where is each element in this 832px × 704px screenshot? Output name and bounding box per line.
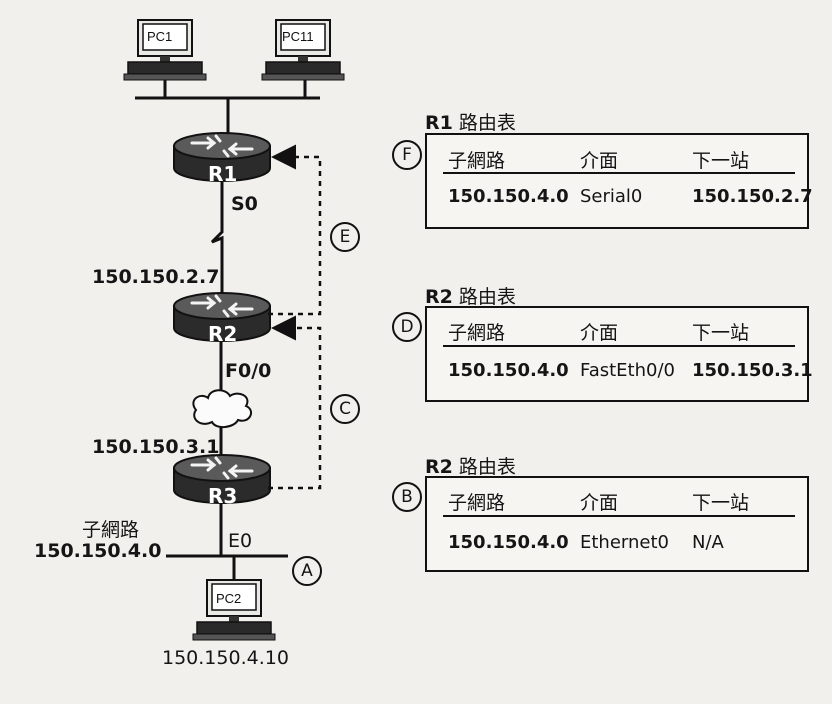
step-marker-a: A [292,556,322,586]
pc1-label: PC1 [147,29,172,44]
cell-interface: FastEth0/0 [580,360,675,381]
cell-interface: Serial0 [580,186,643,207]
header-interface: 介面 [580,150,619,172]
update-arrow-r3-to-r2 [268,315,322,490]
header-interface: 介面 [580,492,619,514]
step-marker-f: F [392,140,422,170]
header-subnet: 子網路 [448,150,506,172]
pc2-label: PC2 [216,591,241,606]
header-next-hop: 下一站 [692,150,750,172]
header-subnet: 子網路 [448,322,506,344]
header-interface: 介面 [580,322,619,344]
table-router-name: R2 [425,456,453,478]
step-marker-b: B [392,482,422,512]
cell-next-hop: 150.150.3.1 [692,360,813,381]
cell-subnet: 150.150.4.0 [448,186,569,207]
header-subnet: 子網路 [448,492,506,514]
step-marker-c: C [330,394,360,424]
header-next-hop: 下一站 [692,322,750,344]
step-marker-e: E [330,222,360,252]
pc2-computer [192,579,276,641]
table-router-name: R2 [425,286,453,308]
table-title-suffix: 路由表 [458,112,516,134]
subnet-ip: 150.150.4.0 [34,540,162,562]
r2-serial-ip: 150.150.2.7 [92,266,220,288]
cell-subnet: 150.150.4.0 [448,360,569,381]
r3-ip: 150.150.3.1 [92,436,220,458]
subnet-caption: 子網路 [82,519,140,541]
r1-name: R1 [208,162,238,186]
pc2-ip: 150.150.4.10 [162,647,289,669]
ethernet-cloud [192,389,253,428]
cell-subnet: 150.150.4.0 [448,532,569,553]
r2-name: R2 [208,322,238,346]
header-next-hop: 下一站 [692,492,750,514]
update-arrow-r2-to-r1 [268,144,322,316]
pc11-label: PC11 [282,29,314,44]
cell-next-hop: N/A [692,532,724,553]
table-router-name: R1 [425,112,453,134]
r3-name: R3 [208,484,238,508]
cell-next-hop: 150.150.2.7 [692,186,813,207]
f00-label: F0/0 [225,360,272,382]
cell-interface: Ethernet0 [580,532,669,553]
table-title-suffix: 路由表 [458,286,516,308]
s0-label: S0 [231,193,258,215]
table-title-suffix: 路由表 [458,456,516,478]
step-marker-d: D [392,312,422,342]
e0-label: E0 [228,530,253,552]
